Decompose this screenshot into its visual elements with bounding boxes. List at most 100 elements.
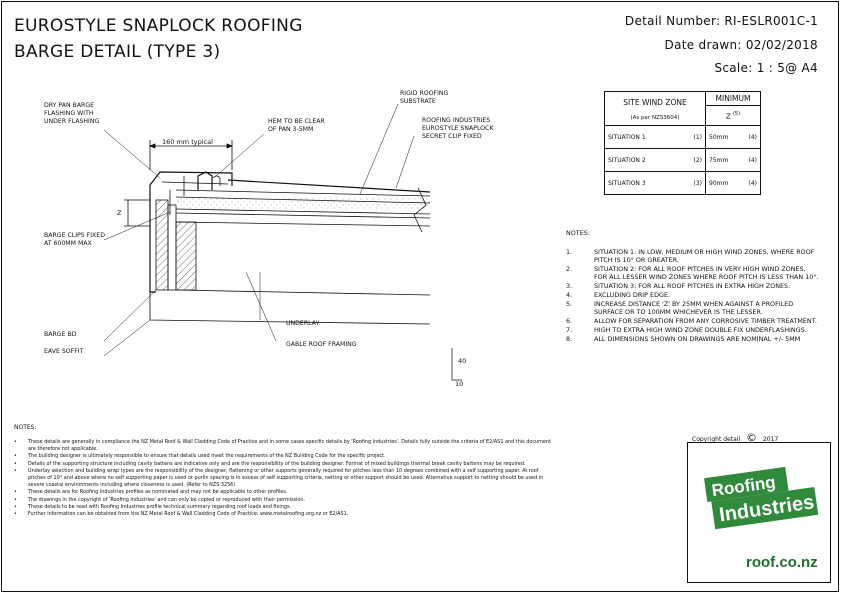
note-text: HIGH TO EXTRA HIGH WIND ZONE DOUBLE FIX … [594,326,807,334]
note-text: ALL DIMENSIONS SHOWN ON DRAWINGS ARE NOM… [594,335,801,343]
label-underlay: UNDERLAY [286,320,320,327]
snaplock-rib [197,171,213,190]
label-gable-framing: GABLE ROOF FRAMING [286,341,357,348]
note-item: •These details are generally in complian… [14,439,554,453]
table-row: SITUATION 3 (3) 90mm (4) [604,171,761,195]
note-number: 6. [566,317,573,325]
note-text: The building designer is ultimately resp… [28,453,386,460]
z-header-ref: (5) [732,110,741,117]
note-text: These details to be read with Roofing In… [28,503,292,510]
note-number: 1. [566,248,573,256]
roofing-industries-logo: Roofing Industries roof.co.nz [704,466,819,571]
copyright-text: Copyright detail [692,436,741,443]
min-cell: 75mm (4) [705,148,761,172]
substrate-top [175,189,431,197]
clip-fixing [169,176,185,215]
pitch-rise: 40 [458,357,467,365]
roof-sheet [227,179,431,193]
note-item: •These details are for Roofing Industrie… [14,489,288,496]
wind-zone-table: SITE WIND ZONE (As per NZS3604) MINIMUM … [604,91,761,195]
note-item: •Underlay selection and building wrap ty… [14,468,554,490]
logo-url: roof.co.nz [746,554,818,571]
drawing-scale: Scale: 1 : 5@ A4 [714,61,818,75]
table-row: SITUATION 1 (1) 50mm (4) [604,125,761,149]
note-item: 7. HIGH TO EXTRA HIGH WIND ZONE DOUBLE FI… [566,326,820,334]
note-number: 2. [566,265,573,273]
min-ref: (4) [748,156,758,164]
note-item: •Further information can be obtained fro… [14,511,349,518]
copyright-line: Copyright detail © 2017 [692,431,778,444]
situation-cell: SITUATION 1 (1) [604,125,706,149]
label-barge-clips: BARGE CLIPS FIXED AT 600mm MAX [44,232,105,247]
note-item: •The building designer is ultimately res… [14,453,386,460]
drawing-title-line1: EUROSTYLE SNAPLOCK ROOFING [14,16,303,36]
situation-label: SITUATION 2 [608,156,646,164]
note-text: SITUATION 1: IN LOW, MEDIUM OR HIGH WIND… [594,248,815,264]
note-item: 4. EXCLUDING DRIP EDGE. [566,291,820,299]
eave-soffit [149,292,431,325]
detail-number: Detail Number: RI-ESLR001C-1 [624,14,818,28]
min-cell: 90mm (4) [705,171,761,195]
break-line [413,187,427,233]
min-ref: (4) [748,133,758,141]
wind-zone-subheader: (As per NZS3604) [630,115,680,121]
gable-rafter [175,221,431,296]
note-number: 3. [566,282,573,290]
z-header: Z (5) [705,105,761,126]
note-text: These details are for Roofing Industries… [28,489,288,496]
label-secret-clip: ROOFING INDUSTRIES EUROSTYLE SNAPLOCK SE… [422,117,494,140]
rigid-substrate [176,197,430,209]
pitch-indicator [451,348,462,381]
note-text: EXCLUDING DRIP EDGE. [594,291,671,299]
situation-label: SITUATION 3 [608,179,646,187]
drawing-title-line2: BARGE DETAIL (TYPE 3) [14,42,221,62]
min-value: 50mm [709,133,729,141]
note-number: 4. [566,291,573,299]
min-ref: (4) [748,179,758,187]
note-item: 6.ALLOW FOR SEPARATION FROM ANY CORROSIV… [566,317,820,325]
label-rigid-substrate: RIGID ROOFING SUBSTRATE [400,90,449,105]
note-number: 5. [566,300,573,308]
note-item: •These details to be read with Roofing I… [14,503,292,510]
notes-right: NOTES: 1. SITUATION 1: IN LOW, MEDIUM OR … [566,229,820,344]
date-drawn: Date drawn: 02/02/2018 [664,38,818,52]
situation-label: SITUATION 1 [608,133,646,141]
situation-cell: SITUATION 3 (3) [604,171,706,195]
note-item: 5. INCREASE DISTANCE 'Z' BY 25mm WHEN AGA… [566,300,820,316]
notes-left: NOTES: •These details are generally in c… [14,424,554,518]
situation-ref: (1) [693,133,703,141]
situation-ref: (3) [693,179,703,187]
under-flashing [161,181,229,185]
gable-framing-hatch [175,221,197,291]
copyright-icon: © [746,431,758,444]
note-item: 3. SITUATION 3: FOR ALL ROOF PITCHES IN E… [566,282,820,290]
min-value: 75mm [709,156,729,164]
hem [212,175,221,186]
label-dry-pan-barge: DRY PAN BARGE FLASHING WITH UNDER FLASHI… [44,102,100,125]
note-text: Further information can be obtained from… [28,511,349,518]
note-text: Details of the supporting structure incl… [28,460,526,467]
note-text: SITUATION 2: FOR ALL ROOF PITCHES IN VER… [594,265,819,281]
table-row: SITUATION 2(2) 75mm(4) [604,148,761,172]
note-item: •Details of the supporting structure inc… [14,460,526,467]
z-header-label: Z [725,112,731,121]
label-eave-soffit: EAVE SOFFIT [44,348,84,355]
logo-panel: Roofing Industries roof.co.nz [687,442,831,583]
min-value: 90mm [709,179,729,187]
min-cell: 50mm (4) [705,125,761,149]
note-text: SITUATION 3: FOR ALL ROOF PITCHES IN EXT… [594,282,791,290]
note-number: 7. [566,326,573,334]
label-barge-bd: BARGE BD [44,331,77,338]
note-text: INCREASE DISTANCE 'Z' BY 25mm WHEN AGAIN… [594,300,794,316]
note-item: •The drawings in the copyright of 'Roofi… [14,496,306,503]
note-text: Underlay selection and building wrap typ… [28,467,544,489]
wind-zone-header: SITE WIND ZONE [623,98,687,107]
dimension-z: Z [117,209,122,217]
notes-right-heading: NOTES: [566,229,590,237]
note-text: These details are generally in complianc… [28,439,551,453]
note-item: 2. SITUATION 2: FOR ALL ROOF PITCHES IN V… [566,265,820,281]
copyright-year: 2017 [762,436,779,443]
dimension-160: 160 mm typical [162,138,213,146]
